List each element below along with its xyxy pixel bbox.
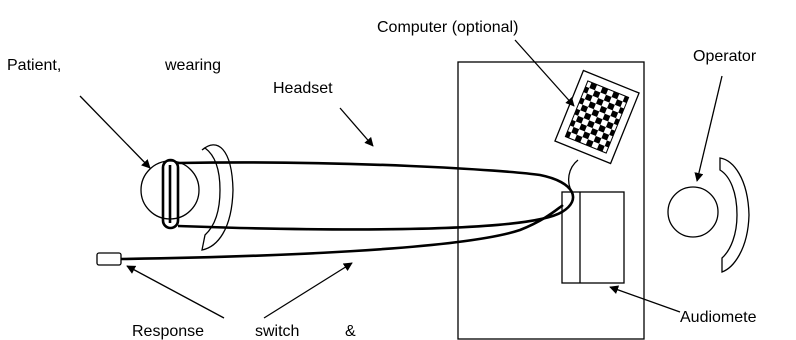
computer-cable	[567, 159, 579, 193]
computer	[554, 69, 640, 165]
patient-arrow	[79, 95, 151, 169]
label-response: Response	[132, 323, 204, 340]
operator-ear-shield	[719, 157, 750, 273]
label-switch: switch	[255, 323, 299, 340]
computer-screen	[564, 80, 630, 154]
booth-panel	[457, 61, 645, 340]
audiometer	[561, 191, 625, 284]
headset-cable	[177, 161, 575, 231]
headset-arrow	[339, 107, 374, 147]
label-operator: Operator	[693, 48, 757, 65]
audiometer-arrow	[609, 285, 681, 313]
operator-head	[667, 186, 719, 238]
response-switch-cable	[120, 203, 564, 261]
operator-figure	[667, 157, 750, 273]
audiometer-body	[561, 191, 625, 284]
operator-arrow	[694, 75, 723, 182]
patient-ear-shield	[201, 144, 234, 251]
patient-figure	[140, 144, 234, 251]
label-computer: Computer (optional)	[377, 19, 518, 36]
headset-earcup	[161, 158, 180, 230]
label-headset: Headset	[273, 80, 333, 97]
response-cable-arrow	[263, 262, 353, 319]
label-audiometer: Audiomete	[680, 309, 757, 326]
label-wearing: wearing	[164, 57, 221, 74]
label-patient: Patient,	[7, 57, 61, 74]
response-switch	[96, 252, 122, 266]
computer-arrow	[514, 39, 575, 107]
response-switch-arrow	[126, 265, 225, 319]
label-ampersand: &	[345, 323, 356, 340]
